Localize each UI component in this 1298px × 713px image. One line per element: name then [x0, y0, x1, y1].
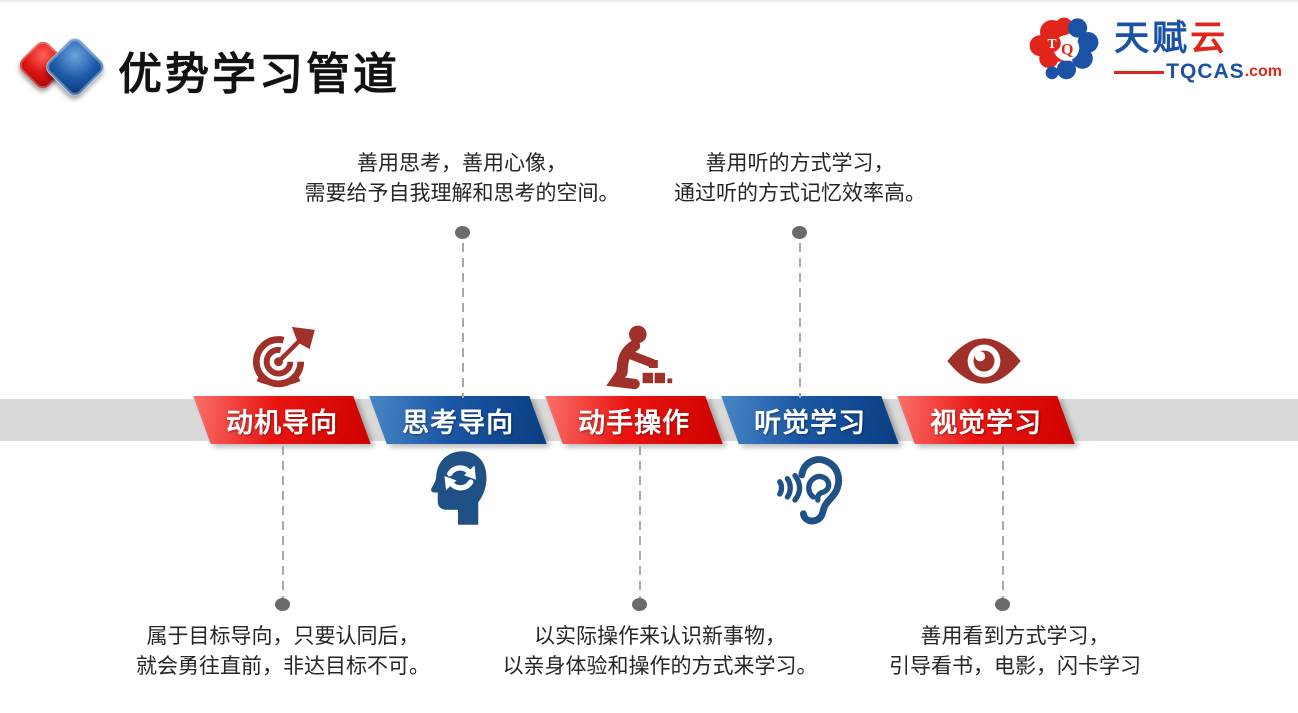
desc-thinking: 善用思考，善用心像， 需要给予自我理解和思考的空间。: [252, 149, 672, 209]
banner-motivation: 动机导向: [193, 396, 371, 444]
desc-auditory-line1: 善用听的方式学习，: [705, 152, 895, 175]
page-title: 优势学习管道: [118, 50, 400, 99]
brand-site-tld: .com: [1244, 63, 1282, 80]
connector-dot-visual: [995, 598, 1010, 611]
desc-visual: 善用看到方式学习， 引导看书，电影，闪卡学习: [805, 622, 1225, 682]
banner-thinking: 思考导向: [369, 396, 547, 444]
desc-thinking-line2: 需要给予自我理解和思考的空间。: [304, 182, 620, 205]
connector-dot-auditory: [792, 226, 807, 239]
brand-name-blue: 天赋: [1114, 19, 1191, 58]
title-marker-blue-diamond: [42, 34, 108, 100]
brand-site-name: TQCAS: [1166, 60, 1245, 83]
head-refresh-icon: [431, 451, 487, 525]
brand-url: TQCAS .com: [1114, 60, 1282, 84]
target-arrow-icon: [252, 326, 315, 388]
desc-auditory-line2: 通过听的方式记忆效率高。: [674, 182, 926, 205]
connector-line-hands-on: [639, 446, 641, 598]
brand-logo: T Q 天赋云 TQCAS .com: [1028, 12, 1282, 92]
connector-line-visual: [1002, 446, 1004, 598]
desc-motivation-line1: 属于目标导向，只要认同后，: [146, 625, 420, 648]
brand-dash: [1114, 70, 1165, 74]
desc-visual-line2: 引导看书，电影，闪卡学习: [889, 655, 1141, 678]
desc-hands-on-line1: 以实际操作来认识新事物，: [534, 625, 786, 648]
banner-hands-on: 动手操作: [545, 396, 723, 444]
connector-dot-motivation: [275, 598, 290, 611]
desc-visual-line1: 善用看到方式学习，: [920, 625, 1110, 648]
desc-motivation-line2: 就会勇往直前，非达目标不可。: [136, 655, 430, 678]
brand-text: 天赋云 TQCAS .com: [1114, 20, 1282, 84]
connector-dot-thinking: [455, 226, 470, 239]
banner-hands-on-label: 动手操作: [578, 407, 690, 438]
desc-thinking-line1: 善用思考，善用心像，: [357, 152, 567, 175]
connector-line-auditory: [799, 243, 801, 398]
banner-motivation-label: 动机导向: [226, 407, 338, 438]
ear-sound-waves-icon: [777, 456, 843, 525]
banner-visual-label: 视觉学习: [930, 407, 1042, 438]
brand-name-red: 云: [1190, 19, 1229, 58]
banner-visual: 视觉学习: [897, 396, 1075, 444]
logo-letter-q: Q: [1061, 41, 1073, 58]
connector-line-motivation: [282, 446, 284, 598]
logo-letter-t: T: [1048, 36, 1057, 51]
banner-auditory-label: 听觉学习: [754, 407, 866, 438]
connector-dot-hands-on: [632, 598, 647, 611]
desc-auditory: 善用听的方式学习， 通过听的方式记忆效率高。: [590, 149, 1010, 209]
desc-hands-on-line2: 以亲身体验和操作的方式来学习。: [502, 655, 818, 678]
banner-thinking-label: 思考导向: [402, 407, 514, 438]
banner-auditory: 听觉学习: [721, 396, 899, 444]
desc-motivation: 属于目标导向，只要认同后， 就会勇往直前，非达目标不可。: [73, 622, 493, 682]
connector-line-thinking: [462, 243, 464, 398]
desc-hands-on: 以实际操作来认识新事物， 以亲身体验和操作的方式来学习。: [450, 622, 870, 682]
eye-icon: [947, 338, 1021, 384]
tqcas-cloud-logo-icon: T Q: [1029, 17, 1099, 80]
kneeling-builder-icon: [606, 325, 673, 390]
brand-name: 天赋云: [1114, 20, 1282, 58]
